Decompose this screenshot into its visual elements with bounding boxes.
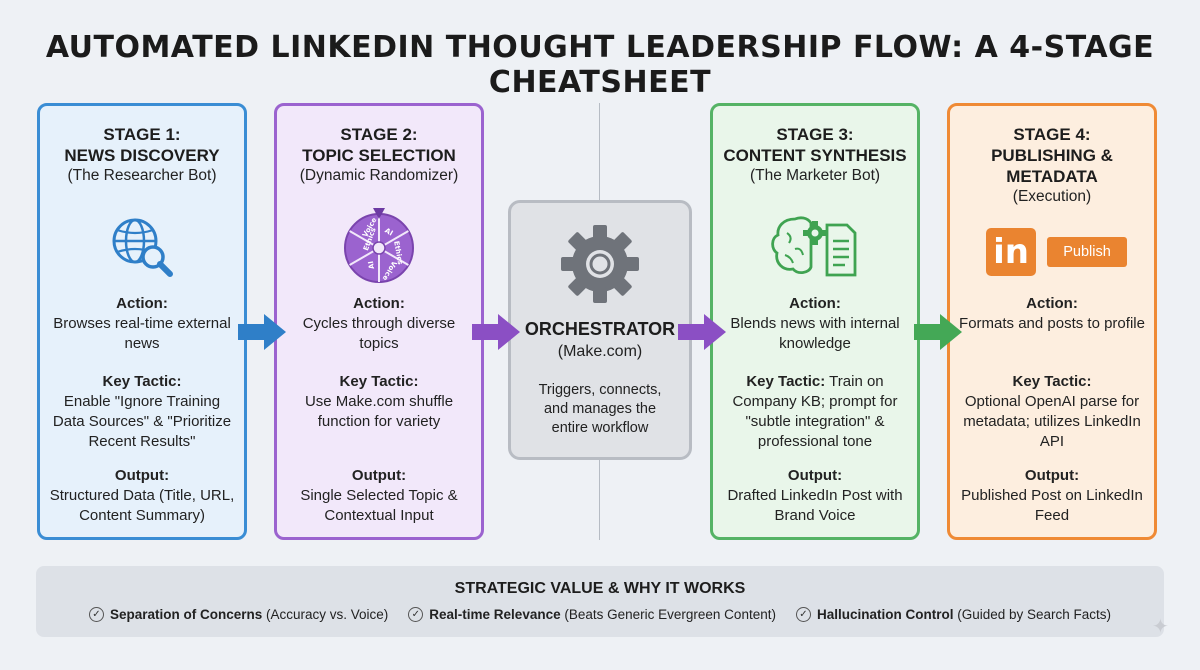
stage-name: CONTENT SYNTHESIS bbox=[723, 146, 907, 165]
gear-icon bbox=[511, 221, 689, 307]
stage-name: NEWS DISCOVERY bbox=[64, 146, 220, 165]
stage-label: STAGE 4: bbox=[1013, 125, 1091, 144]
tactic-label: Key Tactic: bbox=[1012, 373, 1092, 390]
stage-3-action: Action: Blends news with internal knowle… bbox=[719, 294, 911, 354]
stage-label: STAGE 3: bbox=[776, 125, 854, 144]
orchestrator-subtitle: (Make.com) bbox=[557, 343, 643, 360]
check-circle-icon: ✓ bbox=[795, 607, 811, 622]
action-label: Action: bbox=[1026, 295, 1078, 312]
action-text: Formats and posts to profile bbox=[959, 315, 1145, 332]
point-title: Real-time Relevance bbox=[429, 607, 561, 622]
output-label: Output: bbox=[114, 467, 170, 484]
output-text: Single Selected Topic & Contextual Input bbox=[300, 487, 458, 524]
arrow-right-icon bbox=[238, 314, 286, 350]
stage-4-header: STAGE 4: PUBLISHING & METADATA (Executio… bbox=[954, 124, 1150, 207]
output-text: Published Post on LinkedIn Feed bbox=[961, 487, 1143, 524]
stage-3-header: STAGE 3: CONTENT SYNTHESIS (The Marketer… bbox=[717, 124, 913, 186]
action-text: Blends news with internal knowledge bbox=[730, 315, 900, 352]
orchestrator-card: ORCHESTRATOR (Make.com) Triggers, connec… bbox=[508, 200, 692, 460]
divider-top bbox=[599, 103, 600, 200]
stage-4-tactic: Key Tactic: Optional OpenAI parse for me… bbox=[956, 372, 1148, 452]
topic-wheel-icon: AI Ethics Voice AI Ethics Voice bbox=[277, 206, 481, 286]
page-title: AUTOMATED LINKEDIN THOUGHT LEADERSHIP FL… bbox=[45, 30, 1155, 100]
stage-3-tactic: Key Tactic: Train on Company KB; prompt … bbox=[719, 372, 911, 452]
point-title: Separation of Concerns bbox=[109, 607, 263, 622]
wheel-label: AI bbox=[383, 227, 394, 238]
point-detail: (Beats Generic Evergreen Content) bbox=[560, 607, 776, 622]
stage-1-output: Output: Structured Data (Title, URL, Con… bbox=[46, 466, 238, 526]
strategic-points: ✓ Separation of Concerns (Accuracy vs. V… bbox=[36, 607, 1164, 622]
linkedin-icon: in bbox=[986, 228, 1036, 276]
strategic-value-panel: STRATEGIC VALUE & WHY IT WORKS ✓ Separat… bbox=[36, 566, 1164, 637]
stage-4-output: Output: Published Post on LinkedIn Feed bbox=[956, 466, 1148, 526]
stage-1-tactic: Key Tactic: Enable "Ignore Training Data… bbox=[46, 372, 238, 452]
stage-2-tactic: Key Tactic: Use Make.com shuffle functio… bbox=[283, 372, 475, 432]
wheel-label: AI bbox=[367, 260, 376, 269]
output-label: Output: bbox=[787, 467, 843, 484]
arrow-right-icon bbox=[472, 314, 520, 350]
globe-search-icon bbox=[40, 206, 244, 286]
strategic-point: ✓ Real-time Relevance (Beats Generic Eve… bbox=[408, 607, 776, 622]
stage-subtitle: (Dynamic Randomizer) bbox=[299, 167, 459, 184]
check-circle-icon: ✓ bbox=[408, 607, 424, 622]
arrow-right-icon bbox=[914, 314, 962, 350]
stage-subtitle: (The Marketer Bot) bbox=[749, 167, 881, 184]
tactic-text: Use Make.com shuffle function for variet… bbox=[304, 393, 454, 430]
tactic-text: Train on Company KB; prompt for "subtle … bbox=[732, 373, 898, 450]
stage-2-action: Action: Cycles through diverse topics bbox=[283, 294, 475, 354]
strategic-title: STRATEGIC VALUE & WHY IT WORKS bbox=[454, 580, 746, 597]
strategic-point: ✓ Separation of Concerns (Accuracy vs. V… bbox=[88, 607, 389, 622]
stage-2-header: STAGE 2: TOPIC SELECTION (Dynamic Random… bbox=[281, 124, 477, 186]
action-label: Action: bbox=[116, 295, 168, 312]
stage-name: TOPIC SELECTION bbox=[302, 146, 456, 165]
tactic-label: Key Tactic: bbox=[746, 373, 826, 390]
stage-4-action: Action: Formats and posts to profile bbox=[956, 294, 1148, 334]
action-label: Action: bbox=[353, 295, 405, 312]
tactic-text: Optional OpenAI parse for metadata; util… bbox=[963, 393, 1141, 450]
tactic-text: Enable "Ignore Training Data Sources" & … bbox=[52, 393, 232, 450]
stage-3-output: Output: Drafted LinkedIn Post with Brand… bbox=[719, 466, 911, 526]
stage-1-action: Action: Browses real-time external news bbox=[46, 294, 238, 354]
divider-bottom bbox=[599, 460, 600, 540]
publish-button[interactable]: Publish bbox=[1047, 237, 1127, 267]
stage-4-card: STAGE 4: PUBLISHING & METADATA (Executio… bbox=[947, 103, 1157, 540]
action-label: Action: bbox=[789, 295, 841, 312]
brain-document-icon bbox=[713, 206, 917, 286]
stage-3-card: STAGE 3: CONTENT SYNTHESIS (The Marketer… bbox=[710, 103, 920, 540]
check-circle-icon: ✓ bbox=[88, 607, 104, 622]
stage-label: STAGE 2: bbox=[340, 125, 418, 144]
stage-subtitle: (Execution) bbox=[1012, 188, 1092, 205]
output-text: Drafted LinkedIn Post with Brand Voice bbox=[727, 487, 903, 524]
stage-2-output: Output: Single Selected Topic & Contextu… bbox=[283, 466, 475, 526]
stage-subtitle: (The Researcher Bot) bbox=[67, 167, 217, 184]
orchestrator-description: Triggers, connects, and manages the enti… bbox=[538, 382, 662, 436]
point-detail: (Accuracy vs. Voice) bbox=[262, 607, 389, 622]
stage-name: PUBLISHING & METADATA bbox=[991, 146, 1113, 186]
action-text: Cycles through diverse topics bbox=[302, 315, 456, 352]
stage-label: STAGE 1: bbox=[103, 125, 181, 144]
tactic-label: Key Tactic: bbox=[339, 373, 419, 390]
stage-2-card: STAGE 2: TOPIC SELECTION (Dynamic Random… bbox=[274, 103, 484, 540]
sparkle-icon: ✦ bbox=[1152, 616, 1169, 638]
output-text: Structured Data (Title, URL, Content Sum… bbox=[49, 487, 235, 524]
point-title: Hallucination Control bbox=[816, 607, 954, 622]
output-label: Output: bbox=[1024, 467, 1080, 484]
output-label: Output: bbox=[351, 467, 407, 484]
orchestrator-name: ORCHESTRATOR bbox=[524, 319, 676, 339]
tactic-label: Key Tactic: bbox=[102, 373, 182, 390]
point-detail: (Guided by Search Facts) bbox=[953, 607, 1112, 622]
stage-1-header: STAGE 1: NEWS DISCOVERY (The Researcher … bbox=[44, 124, 240, 186]
strategic-point: ✓ Hallucination Control (Guided by Searc… bbox=[795, 607, 1112, 622]
stage-1-card: STAGE 1: NEWS DISCOVERY (The Researcher … bbox=[37, 103, 247, 540]
action-text: Browses real-time external news bbox=[53, 315, 231, 352]
arrow-right-icon bbox=[678, 314, 726, 350]
